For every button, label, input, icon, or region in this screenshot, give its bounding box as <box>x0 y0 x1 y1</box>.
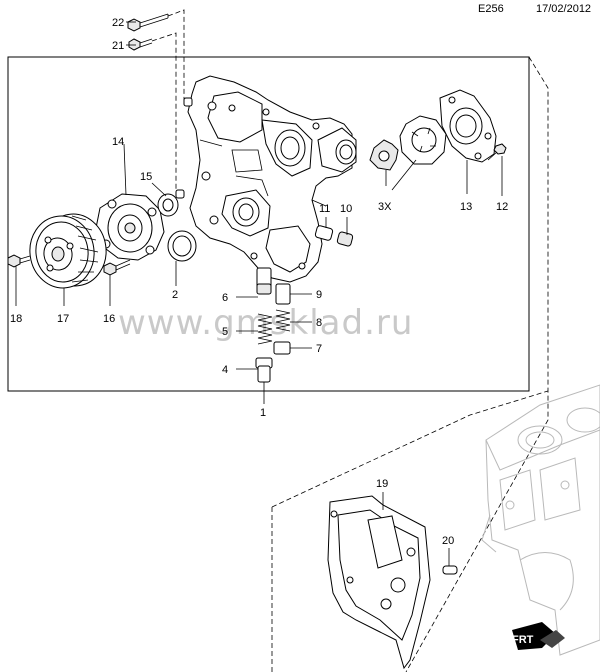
callout-11: 11 <box>319 203 330 215</box>
front-cover-housing <box>175 75 357 283</box>
part-10-plug <box>336 231 354 247</box>
callout-10: 10 <box>340 203 352 215</box>
callout-labels: 22 21 14 15 2 18 17 16 6 9 5 8 7 4 1 11 … <box>10 17 508 547</box>
part-22-bolt <box>127 13 169 32</box>
part-11-plug <box>314 225 334 241</box>
callout-14: 14 <box>112 136 124 148</box>
callout-16: 16 <box>103 313 115 325</box>
part-6-piston <box>256 267 272 295</box>
part-13-pump-cover <box>439 89 497 163</box>
engine-block-ghost <box>481 384 600 656</box>
assembly-frame <box>7 56 530 392</box>
part-3-rotor-gears <box>369 115 447 171</box>
bolt-21-path <box>151 32 177 190</box>
part-18-bolt <box>7 254 31 268</box>
callout-6: 6 <box>222 292 228 304</box>
part-17-pulley <box>29 213 107 289</box>
part-15-seal <box>157 193 179 217</box>
callout-8: 8 <box>316 317 322 329</box>
callout-3x: 3X <box>378 201 392 213</box>
part-19-gasket <box>327 495 431 670</box>
callout-5: 5 <box>222 326 228 338</box>
part-20-dowel <box>442 565 458 575</box>
leader-lines <box>15 21 503 566</box>
watermark: www.gmsklad.ru <box>118 303 413 343</box>
part-14-water-pump <box>95 193 165 261</box>
callout-21: 21 <box>112 40 124 52</box>
callout-22: 22 <box>112 17 124 29</box>
callout-13: 13 <box>460 201 472 213</box>
part-4-plug <box>255 357 273 383</box>
front-orientation-badge: FRT <box>512 622 565 650</box>
part-2-seal-ring <box>167 230 197 262</box>
callout-4: 4 <box>222 364 228 376</box>
callout-20: 20 <box>442 535 454 547</box>
callout-2: 2 <box>172 289 178 301</box>
frame-dash-top <box>271 390 549 508</box>
frt-label: FRT <box>512 634 534 646</box>
callout-15: 15 <box>140 171 152 183</box>
diagram-date: 17/02/2012 <box>536 3 592 15</box>
part-12-screw <box>487 143 507 161</box>
callout-17: 17 <box>57 313 69 325</box>
part-5-spring <box>257 313 273 345</box>
callout-9: 9 <box>316 289 322 301</box>
part-8-spring <box>275 309 291 332</box>
diagram-code: E256 <box>478 3 504 15</box>
callout-7: 7 <box>316 343 322 355</box>
callout-12: 12 <box>496 201 508 213</box>
part-7-plug <box>273 341 291 355</box>
bolt-22-path <box>167 9 185 105</box>
callout-18: 18 <box>10 313 22 325</box>
callout-1: 1 <box>260 407 266 419</box>
callout-19: 19 <box>376 478 388 490</box>
part-16-bolt <box>103 259 131 276</box>
part-21-bolt <box>128 38 153 51</box>
part-9-piston <box>275 283 291 305</box>
